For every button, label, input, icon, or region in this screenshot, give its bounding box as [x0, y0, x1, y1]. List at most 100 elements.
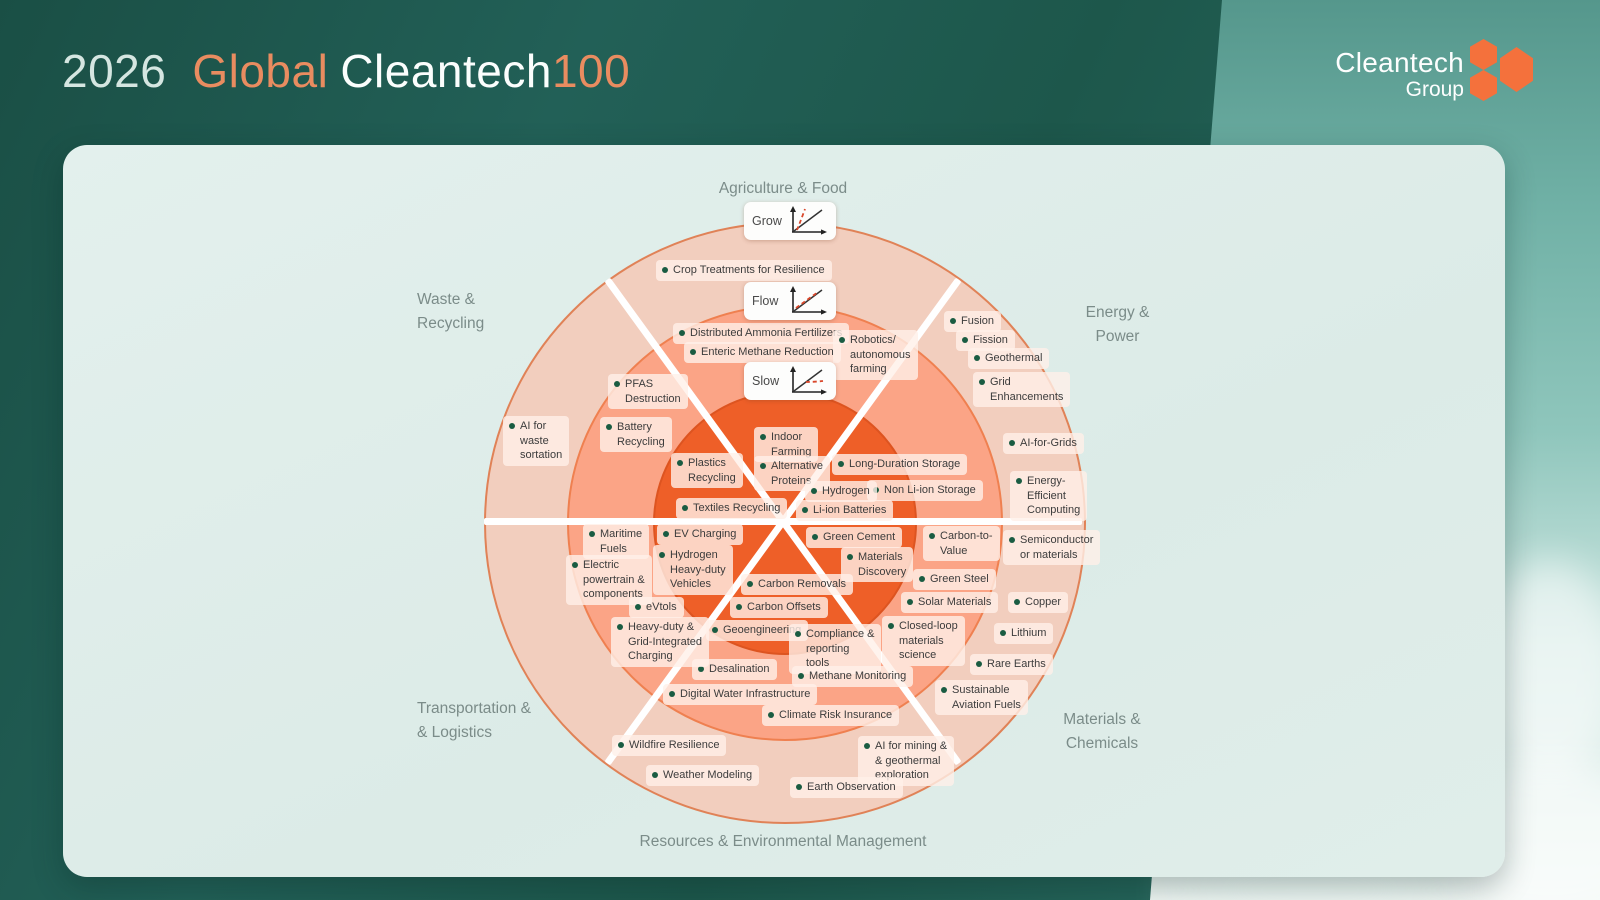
bullet-dot	[663, 531, 669, 537]
chip-label: Crop Treatments for Resilience	[673, 264, 825, 276]
sector-label-transportation-logistics: Transportation & & Logistics	[417, 700, 532, 742]
chip-label: Semiconductor or materials	[1020, 534, 1094, 561]
bullet-dot	[1014, 599, 1020, 605]
chip-plastics-recycling: Plastics Recycling	[671, 453, 743, 489]
chip-electric-powertrain-components: Electric powertrain & components	[566, 555, 652, 605]
chip-label: Robotics/ autonomous farming	[850, 334, 911, 376]
chip-methane-monitoring: Methane Monitoring	[792, 666, 914, 687]
bullet-dot	[888, 623, 894, 629]
bullet-dot	[907, 599, 913, 605]
chip-label: AI for mining & & geothermal exploration	[875, 740, 948, 782]
chip-climate-risk-insurance: Climate Risk Insurance	[762, 705, 900, 726]
chip-textiles-recycling: Textiles Recycling	[676, 498, 788, 519]
chip-label: Energy- Efficient Computing	[1027, 475, 1081, 517]
bullet-dot	[669, 691, 675, 697]
chip-label: Battery Recycling	[617, 421, 665, 448]
chip-label: Carbon Removals	[758, 578, 847, 590]
chip-label: Solar Materials	[918, 596, 992, 608]
chip-label: Rare Earths	[987, 658, 1046, 670]
chip-label: Desalination	[709, 663, 770, 675]
chip-label: Methane Monitoring	[809, 670, 907, 682]
chip-non-li-ion-storage: Non Li-ion Storage	[867, 480, 983, 501]
chip-label: Electric powertrain & components	[583, 559, 645, 601]
bullet-dot	[811, 488, 817, 494]
bullet-dot	[847, 554, 853, 560]
bullet-dot	[652, 772, 658, 778]
chip-compliance-reporting-tools: Compliance & reporting tools	[789, 624, 882, 674]
chip-label: Long-Duration Storage	[849, 458, 961, 470]
bullet-dot	[802, 507, 808, 513]
chip-carbon-to-value: Carbon-to- Value	[923, 526, 1000, 562]
chip-carbon-offsets: Carbon Offsets	[730, 597, 828, 618]
chip-label: Copper	[1025, 596, 1062, 608]
bullet-dot	[1000, 630, 1006, 636]
bullet-dot	[798, 673, 804, 679]
sector-label-resources-environmental-manageme: Resources & Environmental Management	[639, 833, 927, 850]
chip-green-steel: Green Steel	[913, 569, 996, 590]
chip-label: Green Cement	[823, 531, 896, 543]
chip-hydrogen-heavy-duty-vehicles: Hydrogen Heavy-duty Vehicles	[653, 545, 733, 595]
bullet-dot	[677, 460, 683, 466]
hexagon-icon	[1500, 47, 1533, 92]
chip-label: Carbon Offsets	[747, 601, 821, 613]
chip-enteric-methane-reduction: Enteric Methane Reduction	[684, 342, 841, 363]
chip-label: AI-for-Grids	[1020, 437, 1077, 449]
bullet-dot	[712, 627, 718, 633]
legend-slow-label: Slow	[752, 374, 780, 388]
bullet-dot	[812, 534, 818, 540]
chip-copper: Copper	[1008, 592, 1069, 613]
chip-label: Weather Modeling	[663, 769, 753, 781]
chip-geoengineering: Geoengineering	[706, 620, 809, 641]
chip-maritime-fuels: Maritime Fuels	[583, 524, 650, 560]
chip-label: Green Steel	[930, 573, 989, 585]
sector-label-materials-chemicals: Materials & Chemicals	[1063, 711, 1141, 753]
logo-sub: Group	[1405, 78, 1464, 102]
sector-label-agriculture-food: Agriculture & Food	[718, 180, 848, 197]
bullet-dot	[1016, 478, 1022, 484]
chip-battery-recycling: Battery Recycling	[600, 417, 672, 453]
chip-label: Lithium	[1011, 627, 1047, 639]
flow-trend-icon	[790, 286, 827, 315]
chip-label: Hydrogen	[822, 485, 870, 497]
chip-label: Textiles Recycling	[693, 502, 781, 514]
chip-sustainable-aviation-fuels: Sustainable Aviation Fuels	[935, 680, 1028, 716]
chip-closed-loop-materials-science: Closed-loop materials science	[882, 616, 965, 666]
bullet-dot	[509, 423, 515, 429]
bullet-dot	[679, 330, 685, 336]
chip-label: Li-ion Batteries	[813, 504, 887, 516]
chip-ai-for-mining-geothermal-explora: AI for mining & & geothermal exploration	[858, 736, 955, 786]
chip-green-cement: Green Cement	[806, 527, 903, 548]
chip-label: Fusion	[961, 315, 995, 327]
chip-label: Carbon-to- Value	[940, 530, 993, 557]
chip-label: PFAS Destruction	[625, 378, 681, 405]
chip-solar-materials: Solar Materials	[901, 592, 999, 613]
chip-earth-observation: Earth Observation	[790, 777, 903, 798]
bullet-dot	[919, 576, 925, 582]
chip-lithium: Lithium	[994, 623, 1054, 644]
bullet-dot	[760, 434, 766, 440]
bullet-dot	[974, 355, 980, 361]
chip-label: Non Li-ion Storage	[884, 484, 976, 496]
chip-grid-enhancements: Grid Enhancements	[973, 372, 1071, 408]
chip-label: Alternative Proteins	[771, 460, 823, 487]
chip-fusion: Fusion	[944, 311, 1002, 332]
bullet-dot	[1009, 440, 1015, 446]
bullet-dot	[747, 581, 753, 587]
bullet-dot	[662, 267, 668, 273]
chip-ai-for-waste-sortation: AI for waste sortation	[503, 416, 570, 466]
chip-ev-charging: EV Charging	[657, 524, 744, 545]
bullet-dot	[941, 687, 947, 693]
grow-trend-icon	[790, 206, 827, 235]
chip-fission: Fission	[956, 330, 1015, 351]
chip-alternative-proteins: Alternative Proteins	[754, 456, 830, 492]
chip-label: Materials Discovery	[858, 551, 907, 578]
chip-desalination: Desalination	[692, 659, 777, 680]
bullet-dot	[698, 666, 704, 672]
chip-digital-water-infrastructure: Digital Water Infrastructure	[663, 684, 818, 705]
chip-label: Maritime Fuels	[600, 528, 643, 555]
title-year: 2026	[62, 45, 167, 97]
chip-distributed-ammonia-fertilizers: Distributed Ammonia Fertilizers	[673, 323, 850, 344]
chip-label: Enteric Methane Reduction	[701, 346, 834, 358]
bullet-dot	[659, 552, 665, 558]
